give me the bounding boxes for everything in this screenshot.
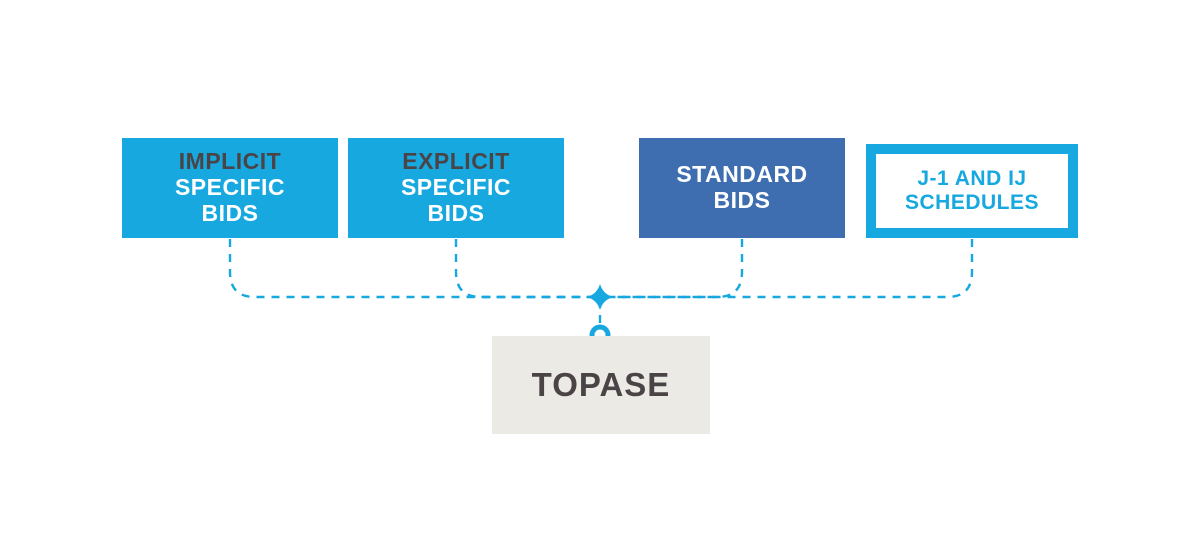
node-schedules-line-2: SCHEDULES [904, 191, 1040, 214]
connector-schedules [600, 239, 974, 299]
connector-explicit [454, 239, 600, 299]
node-standard-line-1: STANDARD [676, 161, 808, 188]
node-standard-line-2: BIDS [713, 187, 771, 213]
node-j1-and-ij-schedules[interactable]: J-1 AND IJ SCHEDULES [866, 144, 1078, 238]
node-topase[interactable]: TOPASE [492, 336, 710, 434]
node-schedules-line-1: J-1 AND IJ [917, 167, 1027, 191]
connector-implicit [228, 239, 600, 299]
node-implicit-line-3: BIDS [201, 199, 259, 226]
node-implicit-specific-bids[interactable]: IMPLICIT SPECIFIC BIDS [122, 138, 338, 238]
connector-standard [600, 239, 744, 299]
node-explicit-line-3: BIDS [427, 199, 485, 226]
node-explicit-line-2: SPECIFIC [400, 174, 512, 201]
star-junction-icon [587, 284, 613, 310]
node-implicit-line-2: SPECIFIC [174, 174, 286, 201]
node-explicit-line-1: EXPLICIT [402, 148, 510, 175]
node-implicit-line-1: IMPLICIT [178, 148, 282, 175]
node-standard-bids[interactable]: STANDARD BIDS [639, 138, 845, 238]
node-topase-label: TOPASE [531, 365, 671, 403]
node-explicit-specific-bids[interactable]: EXPLICIT SPECIFIC BIDS [348, 138, 564, 238]
